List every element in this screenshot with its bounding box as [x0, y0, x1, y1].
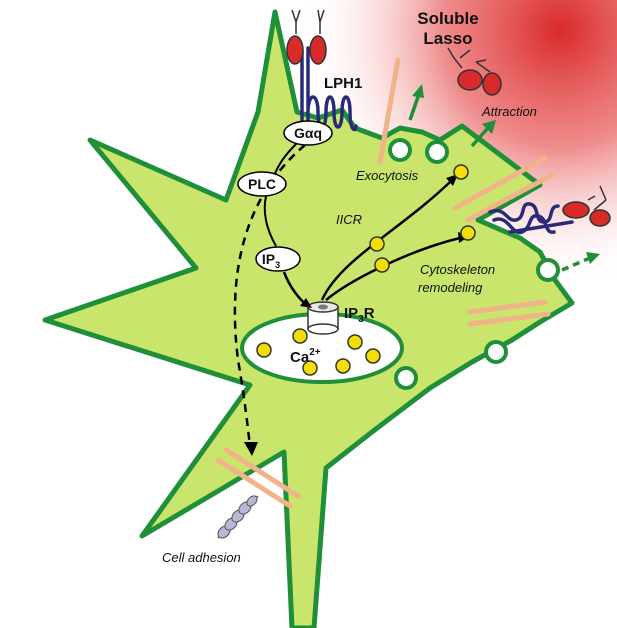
calcium-ion — [335, 358, 351, 374]
attraction-label: Attraction — [481, 104, 537, 119]
lasso-ligand-right — [562, 185, 611, 227]
calcium-ion — [453, 164, 469, 180]
secretion-arrows — [408, 84, 600, 272]
calcium-ion — [347, 334, 363, 350]
green-arrow — [561, 256, 591, 272]
cell-adhesion-label: Cell adhesion — [162, 550, 241, 565]
vesicle — [388, 138, 412, 162]
actin-filament — [452, 155, 548, 211]
vesicle — [484, 340, 508, 364]
arrowhead — [446, 174, 458, 186]
gaq-oval — [283, 120, 333, 146]
plc-label: PLC — [248, 176, 276, 192]
actin-filament — [467, 299, 548, 315]
actin-filament — [465, 172, 555, 223]
vesicle — [394, 366, 418, 390]
released-calcium — [369, 164, 476, 273]
lasso-ligand-bound — [286, 9, 327, 65]
cytoskeleton-label-line2: remodeling — [418, 280, 483, 295]
arrow-plc-to-ip3 — [263, 195, 277, 247]
calcium-ion — [369, 236, 385, 252]
calcium-ion — [460, 225, 476, 241]
arrowhead — [244, 442, 258, 456]
iicr-label: IICR — [336, 212, 362, 227]
plc-oval — [237, 171, 287, 197]
gaq-label: Gαq — [294, 125, 322, 141]
calcium-label: Ca2+ — [290, 347, 321, 366]
lph1-receptor-right — [488, 202, 574, 235]
calcium-ions — [256, 328, 381, 376]
arrowhead — [300, 298, 312, 308]
actin-filament — [377, 57, 401, 165]
cytoskeleton-label: Cytoskeleton — [420, 262, 495, 277]
calcium-ion — [292, 328, 308, 344]
actin-filaments — [215, 57, 555, 509]
ip3-oval — [255, 246, 301, 272]
exocytosis-label: Exocytosis — [356, 168, 419, 183]
actin-filament — [215, 457, 293, 509]
actin-filament — [467, 311, 551, 327]
vesicle — [536, 258, 560, 282]
green-arrow — [470, 126, 490, 148]
green-arrow — [408, 93, 421, 121]
actin-filament — [223, 447, 301, 499]
soluble-lasso-ligand — [447, 47, 502, 96]
ip3r-label: IP3R — [344, 305, 375, 325]
ip3r-channel — [307, 301, 339, 335]
ip3-label: IP3 — [262, 251, 280, 270]
calcium-ion — [256, 342, 272, 358]
soluble-lasso-label: Soluble — [417, 9, 478, 28]
vesicle — [425, 140, 449, 164]
calcium-ion — [302, 360, 318, 376]
lph1-label: LPH1 — [324, 75, 362, 92]
soluble-lasso-label-line2: Lasso — [423, 29, 472, 48]
calcium-ion — [365, 348, 381, 364]
calcium-ion — [374, 257, 390, 273]
adhesion-molecule — [217, 495, 259, 539]
